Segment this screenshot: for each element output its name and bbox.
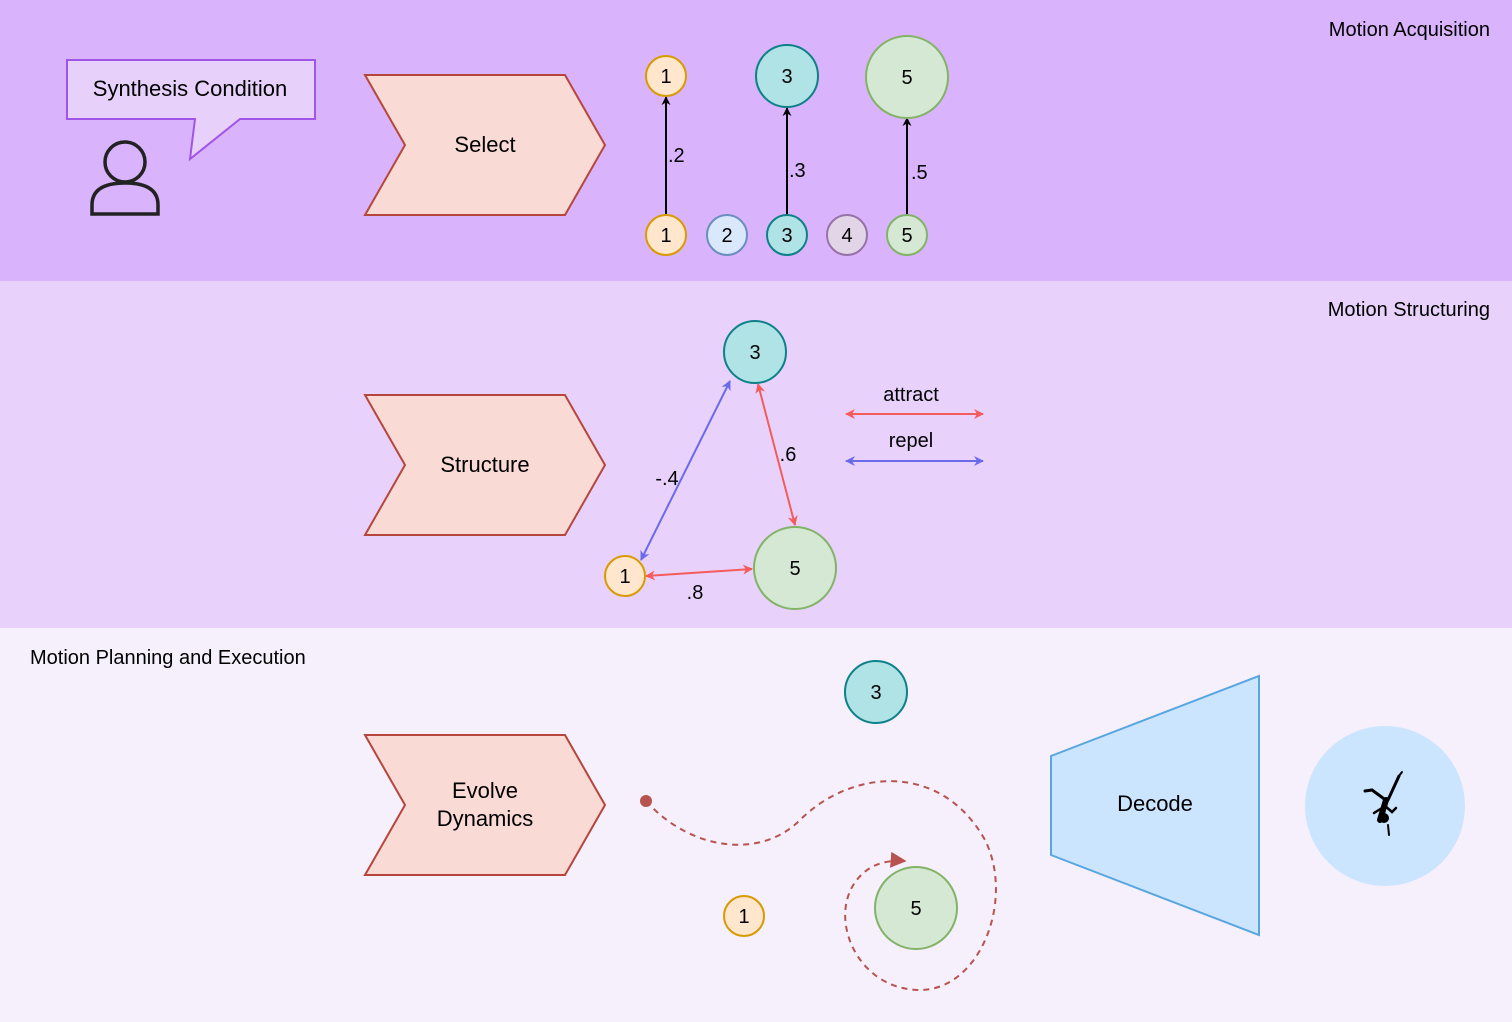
planning-node-5 xyxy=(874,866,958,950)
select-step-shape xyxy=(363,74,607,216)
evolve-step-label-line1: Evolve xyxy=(452,778,518,803)
candidate-node-5-label: 5 xyxy=(901,225,912,247)
speech-bubble xyxy=(66,59,316,162)
evolve-step-label-line2: Dynamics xyxy=(437,806,534,831)
structure-node-1 xyxy=(604,555,646,597)
structure-node-5 xyxy=(753,526,837,610)
attract-edge-1-5 xyxy=(645,564,753,581)
planning-node-5-label: 5 xyxy=(910,898,921,920)
edge-weight-1-5: .8 xyxy=(687,582,704,604)
structure-step-label: Structure xyxy=(440,452,529,477)
planning-node-3 xyxy=(844,660,908,724)
legend-attract-label: attract xyxy=(883,384,939,406)
structure-step-shape xyxy=(363,394,607,536)
candidate-node-4 xyxy=(826,214,868,256)
planning-node-1-label: 1 xyxy=(738,906,749,928)
selected-node-5-label: 5 xyxy=(901,67,912,89)
selected-node-5 xyxy=(865,35,949,119)
candidate-node-5 xyxy=(886,214,928,256)
structure-node-1-label: 1 xyxy=(619,566,630,588)
repel-edge-3-1 xyxy=(640,380,731,561)
decode-label: Decode xyxy=(1117,791,1193,816)
edge-weight-3-5: .6 xyxy=(780,444,797,466)
structure-node-3 xyxy=(723,320,787,384)
selected-node-3-label: 3 xyxy=(781,66,792,88)
structure-node-5-label: 5 xyxy=(789,558,800,580)
weight-label-5: .5 xyxy=(911,162,928,184)
candidate-node-3-label: 3 xyxy=(781,225,792,247)
candidate-node-3 xyxy=(766,214,808,256)
candidate-node-1-label: 1 xyxy=(660,225,671,247)
legend-repel-label: repel xyxy=(889,430,933,452)
candidate-node-1 xyxy=(645,214,687,256)
dancer-figure-icon xyxy=(1363,771,1403,836)
selected-node-1-label: 1 xyxy=(660,66,671,88)
structure-node-3-label: 3 xyxy=(749,342,760,364)
edge-weight-3-1: -.4 xyxy=(655,468,678,490)
weight-label-1: .2 xyxy=(668,145,685,167)
decode-shape xyxy=(1050,674,1260,937)
section-title-planning: Motion Planning and Execution xyxy=(30,647,306,669)
candidate-node-2 xyxy=(706,214,748,256)
candidate-node-2-label: 2 xyxy=(721,225,732,247)
selected-node-1 xyxy=(645,55,687,97)
selected-node-3 xyxy=(755,44,819,108)
weight-label-3: .3 xyxy=(789,160,806,182)
acquisition-band xyxy=(0,0,1512,281)
evolve-step-shape xyxy=(363,734,607,876)
section-title-acquisition: Motion Acquisition xyxy=(1329,19,1490,41)
attract-edge-3-5 xyxy=(755,383,798,526)
trajectory-path xyxy=(645,780,997,992)
select-step-label: Select xyxy=(454,132,515,157)
planning-node-1 xyxy=(723,895,765,937)
planning-node-3-label: 3 xyxy=(870,682,881,704)
candidate-node-4-label: 4 xyxy=(841,225,852,247)
speech-bubble-text: Synthesis Condition xyxy=(93,76,287,101)
planning-band xyxy=(0,628,1512,1022)
section-title-structuring: Motion Structuring xyxy=(1328,299,1490,321)
user-icon xyxy=(90,140,160,216)
